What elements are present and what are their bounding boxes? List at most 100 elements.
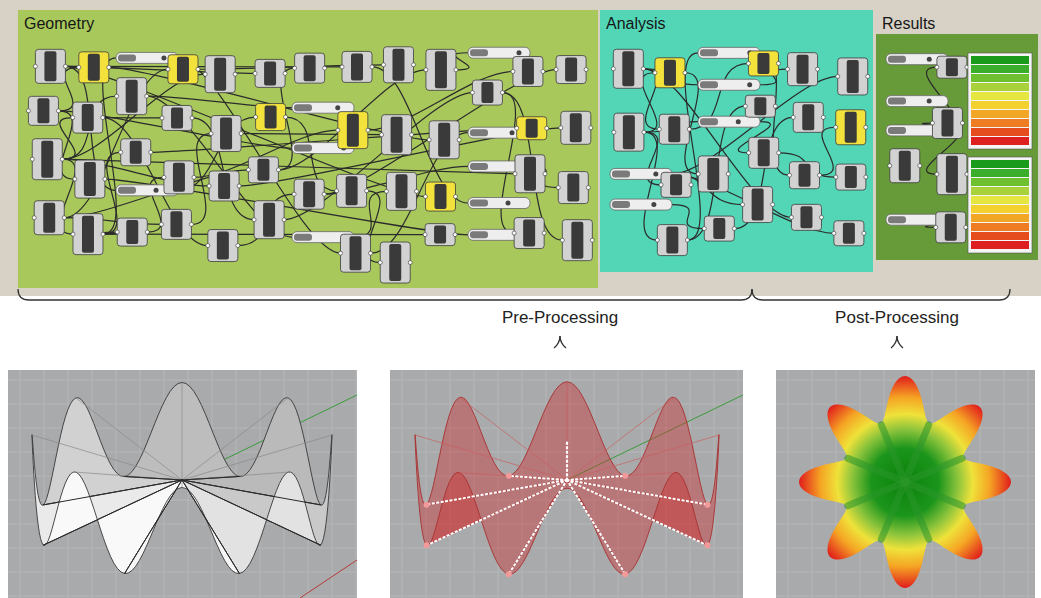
illustration-circle <box>653 71 657 75</box>
illustration-circle <box>622 473 628 479</box>
illustration-line <box>567 480 625 574</box>
illustration-rect <box>937 56 967 78</box>
illustration-line <box>8 596 357 597</box>
illustration-circle <box>612 130 616 134</box>
component-block <box>254 104 288 131</box>
phase-label: Post-Processing <box>835 308 959 328</box>
illustration-line <box>905 482 929 539</box>
component-block <box>834 110 868 145</box>
illustration-circle <box>864 125 868 129</box>
illustration-circle <box>964 225 968 229</box>
illustration-circle <box>101 232 105 236</box>
illustration-rect <box>968 157 1032 253</box>
illustration-rect <box>470 49 488 56</box>
illustration-circle <box>704 542 710 548</box>
illustration-rect <box>389 244 401 281</box>
illustration-rect <box>88 54 100 81</box>
component-block <box>246 157 280 183</box>
illustration-rect <box>798 164 810 187</box>
illustration-circle <box>384 189 388 193</box>
illustration-rect <box>791 204 821 230</box>
illustration-circle <box>457 138 461 142</box>
component-block <box>470 80 504 105</box>
illustration-circle <box>378 261 382 265</box>
result-contour <box>799 376 1011 588</box>
illustration-rect <box>843 223 855 244</box>
illustration-rect <box>342 51 372 82</box>
component-block <box>32 201 66 235</box>
component-block <box>741 187 775 223</box>
illustration-rect <box>173 163 185 192</box>
illustration-circle <box>323 66 327 70</box>
illustration-circle <box>254 115 258 119</box>
illustration-rect <box>303 181 315 207</box>
illustration-rect <box>758 139 770 166</box>
illustration-path <box>455 53 469 70</box>
illustration-circle <box>653 171 658 176</box>
illustration-circle <box>293 66 297 70</box>
illustration-rect <box>380 242 410 283</box>
component-block <box>207 171 241 201</box>
shell-petal <box>125 383 240 481</box>
component-block <box>119 139 153 166</box>
illustration-rect <box>117 218 147 246</box>
illustration-circle <box>935 172 939 176</box>
component-block <box>746 51 780 76</box>
illustration-line <box>390 572 743 573</box>
illustration-circle <box>369 251 373 255</box>
illustration-rect <box>899 151 911 181</box>
illustration-circle <box>414 189 418 193</box>
illustration-circle <box>71 116 75 120</box>
illustration-rect <box>294 145 312 152</box>
illustration-rect <box>522 58 534 84</box>
illustration-circle <box>512 231 516 235</box>
illustration-path <box>685 53 700 240</box>
illustration-circle <box>542 231 546 235</box>
canvas-ground <box>0 0 1041 296</box>
illustration-rect <box>130 141 142 164</box>
illustration-circle <box>107 65 111 69</box>
component-block <box>423 224 457 246</box>
illustration-rect <box>776 370 1035 598</box>
illustration-circle <box>702 227 706 231</box>
illustration-rect <box>971 241 1029 249</box>
component-block <box>115 78 149 115</box>
illustration-path <box>644 132 657 240</box>
illustration-rect <box>470 163 488 170</box>
illustration-rect <box>946 58 958 76</box>
illustration-rect <box>391 117 403 153</box>
component-block <box>378 242 412 283</box>
illustration-circle <box>816 67 820 71</box>
illustration-rect <box>971 223 1029 231</box>
illustration-circle <box>239 132 243 136</box>
illustration-line <box>43 480 182 545</box>
illustration-circle <box>26 109 30 113</box>
illustration-path <box>554 336 560 348</box>
illustration-circle <box>819 215 823 219</box>
illustration-circle <box>101 116 105 120</box>
component-block <box>33 49 67 83</box>
result-colour-legend <box>968 53 1032 149</box>
illustration-rect <box>218 173 230 199</box>
illustration-rect <box>793 102 823 132</box>
illustration-rect <box>971 74 1029 82</box>
component-block <box>836 58 870 95</box>
illustration-circle <box>743 104 747 108</box>
illustration-circle <box>236 244 240 248</box>
illustration-circle <box>506 473 512 479</box>
illustration-line <box>300 560 357 598</box>
illustration-circle <box>292 192 296 196</box>
illustration-circle <box>611 67 615 71</box>
component-block <box>206 230 240 262</box>
illustration-rect <box>32 139 62 180</box>
illustration-rect <box>338 112 368 149</box>
panel: Analysis <box>600 10 873 272</box>
illustration-rect <box>390 370 743 598</box>
illustration-line <box>427 480 567 545</box>
illustration-rect <box>170 211 182 237</box>
illustration-circle <box>543 172 547 176</box>
illustration-rect <box>34 201 64 235</box>
illustration-circle <box>340 65 344 69</box>
illustration-rect <box>337 174 367 207</box>
illustration-rect <box>517 117 547 140</box>
